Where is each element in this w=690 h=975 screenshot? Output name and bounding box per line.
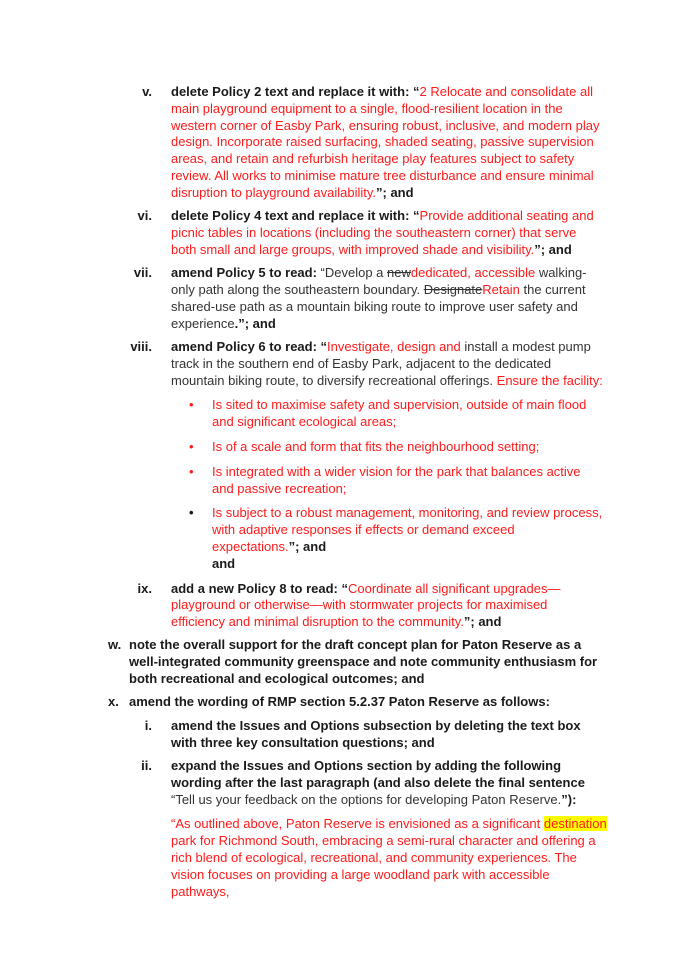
inserted-text: Is of a scale and form that fits the nei… bbox=[212, 438, 540, 454]
bullet-icon: • bbox=[189, 505, 194, 521]
clause-label: ii. bbox=[141, 758, 152, 774]
clause-text: amend the Issues and Options subsection … bbox=[171, 718, 581, 750]
inserted-text: Is integrated with a wider vision for th… bbox=[212, 463, 581, 496]
text-run: ”): bbox=[561, 791, 577, 807]
bullet-text: Is of a scale and form that fits the nei… bbox=[212, 439, 539, 454]
inserted-text: park for Richmond South, embracing a sem… bbox=[171, 833, 596, 899]
text-run: ”; and bbox=[534, 241, 572, 257]
text-run: ”; and bbox=[288, 538, 327, 554]
clause-v: v. delete Policy 2 text and replace it wi… bbox=[0, 84, 603, 202]
text-run: delete Policy 4 text and replace it with… bbox=[171, 208, 420, 224]
clause-viii: viii. amend Policy 6 to read: “Investigat… bbox=[0, 339, 603, 389]
text-run: note the overall support for the draft c… bbox=[129, 637, 598, 687]
text-run: “Tell us your feedback on the options fo… bbox=[171, 791, 562, 807]
clause-label: i. bbox=[144, 717, 152, 733]
text-run: the current shared-use path as a mountai… bbox=[171, 281, 586, 331]
text-run: amend the Issues and Options subsection … bbox=[171, 717, 581, 750]
and-text: and bbox=[212, 555, 236, 571]
text-run: add a new Policy 8 to read: “ bbox=[171, 580, 348, 596]
clause-label: vii. bbox=[133, 265, 152, 281]
document-page: v. delete Policy 2 text and replace it wi… bbox=[0, 84, 690, 900]
inserted-text: “As outlined above, Paton Reserve is env… bbox=[171, 816, 544, 832]
deleted-text: new bbox=[387, 265, 411, 281]
clause-label: v. bbox=[142, 84, 152, 99]
clause-text: add a new Policy 8 to read: “Coordinate … bbox=[171, 581, 560, 630]
inserted-text: Is sited to maximise safety and supervis… bbox=[212, 397, 587, 430]
text-run: ”; and bbox=[376, 184, 414, 200]
clause-text: amend Policy 5 to read: “Develop a newde… bbox=[171, 265, 587, 330]
bullet-item: • Is subject to a robust management, moni… bbox=[0, 505, 604, 572]
clause-text: delete Policy 4 text and replace it with… bbox=[171, 208, 594, 257]
text-run: ”; and bbox=[463, 614, 502, 630]
clause-vi: vi. delete Policy 4 text and replace it w… bbox=[0, 208, 603, 258]
clause-label: vi. bbox=[137, 208, 152, 224]
clause-x-i: i. amend the Issues and Options subsectio… bbox=[0, 718, 603, 752]
bullet-item: • Is of a scale and form that fits the ne… bbox=[0, 439, 604, 456]
highlighted-text: destination bbox=[543, 816, 607, 832]
text-run: expand the Issues and Options section by… bbox=[171, 758, 585, 790]
bullet-icon: • bbox=[189, 463, 194, 479]
bullet-item: • Is integrated with a wider vision for t… bbox=[0, 464, 604, 498]
text-run: amend the wording of RMP section 5.2.37 … bbox=[129, 694, 550, 710]
text-run: walking-only path along the southeastern… bbox=[171, 265, 587, 297]
text-run: delete Policy 2 text and replace it with… bbox=[171, 84, 420, 99]
clause-text: amend Policy 6 to read: “Investigate, de… bbox=[171, 339, 603, 388]
inserted-text: Coordinate all significant upgrades—play… bbox=[171, 580, 561, 630]
inserted-text: Provide additional seating and picnic ta… bbox=[171, 208, 594, 257]
clause-text: expand the Issues and Options section by… bbox=[171, 758, 585, 807]
inserted-text: dedicated, accessible bbox=[410, 265, 536, 281]
clause-vii: vii. amend Policy 5 to read: “Develop a n… bbox=[0, 265, 603, 332]
bullet-icon: • bbox=[189, 397, 194, 413]
text-run: install a modest pump track in the south… bbox=[171, 338, 591, 388]
text-run: “Develop a bbox=[320, 265, 388, 281]
inserted-text: Retain bbox=[482, 281, 520, 297]
bullet-text: Is subject to a robust management, monit… bbox=[212, 505, 602, 554]
clause-text: amend the wording of RMP section 5.2.37 … bbox=[129, 694, 550, 709]
bullet-icon: • bbox=[189, 438, 194, 454]
deleted-text: Designate bbox=[423, 281, 483, 297]
text-run: .”; and bbox=[234, 315, 276, 331]
inserted-text: Is subject to a robust management, monit… bbox=[212, 505, 603, 554]
bullet-text: Is integrated with a wider vision for th… bbox=[212, 464, 581, 496]
clause-x-ii: ii. expand the Issues and Options section… bbox=[0, 758, 603, 808]
quote-text: “As outlined above, Paton Reserve is env… bbox=[171, 816, 607, 899]
inserted-text: 2 Relocate and consolidate all main play… bbox=[171, 84, 600, 200]
text-run: amend Policy 6 to read: “ bbox=[171, 338, 328, 354]
clause-label: ix. bbox=[137, 580, 152, 596]
clause-label: x. bbox=[108, 694, 119, 710]
clause-ix: ix. add a new Policy 8 to read: “Coordina… bbox=[0, 581, 603, 631]
clause-label: viii. bbox=[130, 338, 152, 354]
clause-text: delete Policy 2 text and replace it with… bbox=[171, 84, 600, 200]
clause-x: x. amend the wording of RMP section 5.2.3… bbox=[0, 694, 607, 711]
clause-w: w. note the overall support for the draft… bbox=[0, 637, 607, 687]
inserted-text: Ensure the facility: bbox=[496, 372, 603, 388]
inserted-text: Investigate, design and bbox=[327, 338, 465, 354]
quoted-wording: “As outlined above, Paton Reserve is env… bbox=[0, 816, 607, 900]
bullet-text: Is sited to maximise safety and supervis… bbox=[212, 397, 586, 429]
bullet-item: • Is sited to maximise safety and supervi… bbox=[0, 397, 604, 431]
clause-label: w. bbox=[108, 637, 122, 653]
text-run: amend Policy 5 to read: bbox=[171, 265, 321, 281]
clause-text: note the overall support for the draft c… bbox=[129, 637, 597, 686]
